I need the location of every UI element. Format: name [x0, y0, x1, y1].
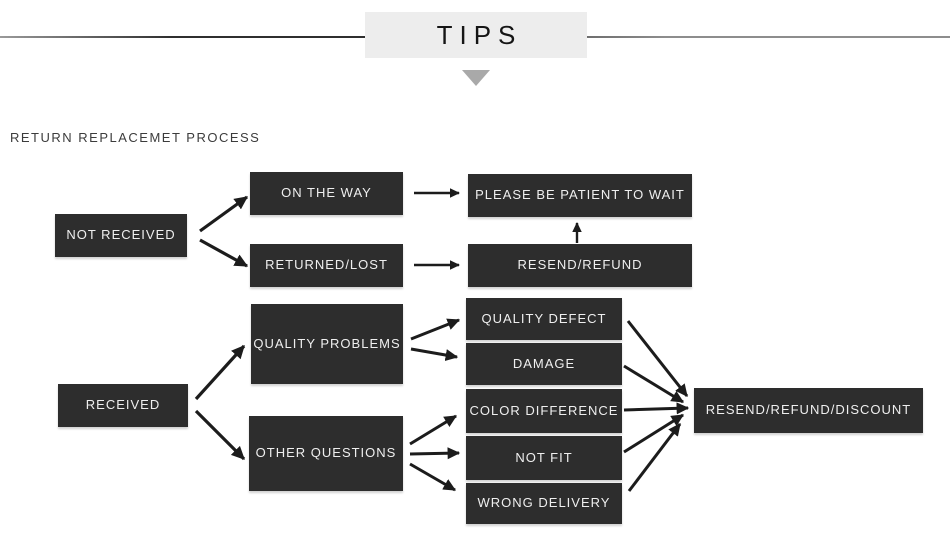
connector-qualitydefect-final	[626, 320, 689, 397]
node-not-fit: NOT FIT	[466, 436, 622, 480]
connector-received-qualityproblems	[194, 344, 246, 401]
connector-otherquestions-wrongdelivery	[409, 462, 457, 492]
node-please-be-patient: PLEASE BE PATIENT TO WAIT	[468, 174, 692, 217]
node-resend-refund-discount: RESEND/REFUND/DISCOUNT	[694, 388, 923, 433]
node-damage: DAMAGE	[466, 343, 622, 385]
node-on-the-way: ON THE WAY	[250, 172, 403, 215]
connector-otherquestions-colordifference	[409, 414, 458, 446]
node-resend-refund: RESEND/REFUND	[468, 244, 692, 287]
node-quality-problems: QUALITY PROBLEMS	[251, 304, 403, 384]
triangle-down-icon	[462, 70, 490, 86]
connector-qualityproblems-qualitydefect	[410, 318, 461, 341]
node-color-difference: COLOR DIFFERENCE	[466, 389, 622, 433]
section-title: RETURN REPLACEMET PROCESS	[10, 130, 261, 145]
connector-received-otherquestions	[194, 409, 246, 461]
connector-notreceived-returnedlost	[199, 238, 249, 268]
connector-notfit-final	[623, 413, 685, 454]
connector-damage-final	[623, 364, 685, 404]
tips-banner: TIPS	[365, 12, 587, 58]
node-wrong-delivery: WRONG DELIVERY	[466, 483, 622, 524]
connector-colordifference-final	[623, 402, 690, 415]
node-received: RECEIVED	[58, 384, 188, 427]
tips-banner-label: TIPS	[436, 19, 523, 50]
node-quality-defect: QUALITY DEFECT	[466, 298, 622, 340]
connector-otherquestions-notfit	[409, 447, 461, 460]
connector-qualityproblems-damage	[410, 347, 459, 361]
connector-notreceived-ontheway	[199, 195, 249, 233]
connector-wrongdelivery-final	[627, 423, 682, 492]
node-other-questions: OTHER QUESTIONS	[249, 416, 403, 491]
node-not-received: NOT RECEIVED	[55, 214, 187, 257]
node-returned-lost: RETURNED/LOST	[250, 244, 403, 287]
